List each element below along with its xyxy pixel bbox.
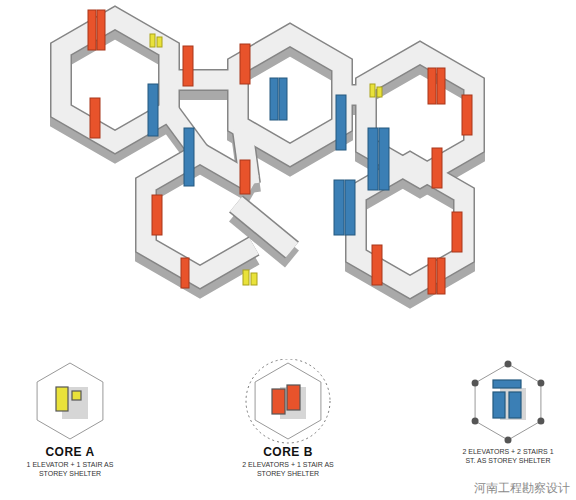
core-bar: [270, 78, 278, 120]
core-heading: CORE B: [228, 445, 348, 459]
core-bar: [432, 148, 442, 188]
core-bar: [279, 78, 287, 120]
core-c-bars: [148, 78, 389, 235]
hexagon-icon: [223, 359, 353, 445]
band-outline: [61, 18, 169, 142]
core-bar: [462, 95, 472, 135]
core-bar: [240, 44, 250, 84]
core-bar: [97, 10, 105, 50]
core-legend-item: CORE B2 ELEVATORS + 1 STAIR AS STOREY SH…: [223, 359, 353, 478]
core-icon: [493, 380, 521, 388]
vertex-dot: [505, 437, 512, 444]
core-icon: [509, 392, 521, 418]
core-bar: [181, 258, 189, 288]
dotted-circle: [246, 359, 330, 443]
core-bar: [90, 98, 100, 138]
hexagon-outline: [255, 363, 321, 439]
building-plan-illustration: [0, 0, 576, 330]
core-a-bars: [150, 34, 382, 285]
core-bar: [157, 37, 162, 47]
watermark: 河南工程勘察设计: [474, 480, 570, 497]
core-bar: [368, 128, 378, 190]
core-icon: [272, 389, 285, 414]
core-bar: [88, 10, 96, 50]
core-bar: [372, 245, 382, 285]
vertex-dot: [472, 380, 479, 387]
core-description: 2 ELEVATORS + 2 STAIRS 1 ST. AS STOREY S…: [458, 447, 558, 465]
vertex-dot: [472, 418, 479, 425]
core-bar: [152, 195, 162, 235]
hexagon-outline: [475, 364, 541, 440]
hexagon-icon: [5, 359, 135, 445]
band-outline: [61, 18, 474, 287]
vertex-dot: [537, 380, 544, 387]
hexagon-icon: [443, 360, 573, 446]
core-bar: [377, 87, 382, 97]
core-description: 1 ELEVATOR + 1 STAIR AS STOREY SHELTER: [20, 460, 120, 478]
building-band: [169, 71, 238, 90]
core-bar: [336, 95, 346, 150]
building-band: [238, 35, 342, 155]
core-icon: [72, 391, 81, 400]
band-outline: [169, 69, 238, 91]
core-bar: [148, 84, 158, 136]
core-bar: [183, 46, 193, 86]
core-bar: [345, 180, 355, 235]
core-heading: CORE A: [10, 445, 130, 459]
core-icon: [493, 392, 505, 418]
building-band: [61, 18, 169, 142]
vertex-dot: [537, 418, 544, 425]
band-shadow: [61, 27, 474, 296]
vertex-dot: [505, 361, 512, 368]
core-bar: [184, 128, 194, 186]
core-bar: [240, 160, 250, 194]
building-band: [236, 204, 292, 250]
core-bar: [334, 180, 344, 235]
core-bar: [452, 212, 462, 252]
core-bar: [428, 258, 436, 294]
core-legend-item: CORE A1 ELEVATOR + 1 STAIR AS STOREY SHE…: [5, 359, 135, 478]
core-bar: [437, 258, 445, 294]
core-description: 2 ELEVATORS + 1 STAIR AS STOREY SHELTER: [238, 460, 338, 478]
core-bar: [370, 84, 375, 97]
core-icon: [56, 387, 68, 411]
hexagon-outline: [37, 363, 103, 439]
core-legend-item: 2 ELEVATORS + 2 STAIRS 1 ST. AS STOREY S…: [443, 360, 573, 465]
core-bar: [251, 273, 257, 285]
band-outline: [238, 35, 342, 155]
core-bar: [150, 34, 155, 47]
core-b-bars: [88, 10, 472, 294]
core-bar: [379, 128, 389, 190]
core-bar: [437, 68, 445, 104]
core-bar: [243, 270, 249, 285]
core-icon: [287, 385, 300, 410]
core-bar: [428, 68, 436, 104]
building-band: [61, 18, 474, 287]
